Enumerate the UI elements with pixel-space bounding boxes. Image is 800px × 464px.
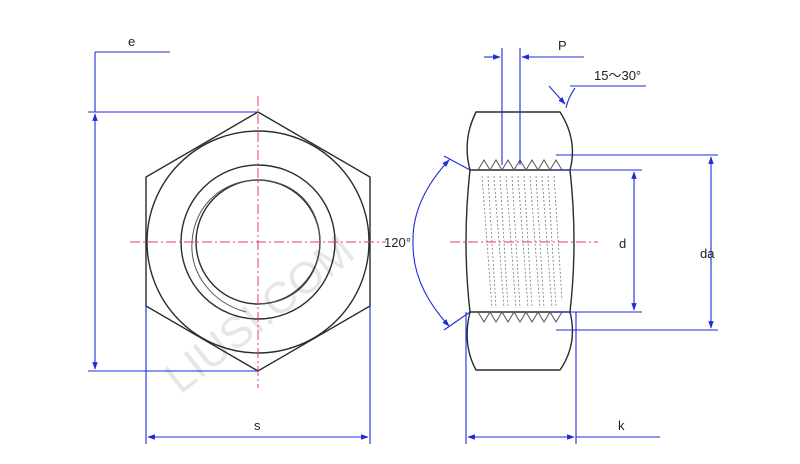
front-view	[130, 96, 386, 388]
dimension-p: P	[484, 38, 584, 165]
label-s: s	[254, 418, 261, 433]
hidden-thread-lines	[481, 175, 563, 309]
dimension-s: s	[145, 306, 371, 444]
dimension-d: d	[552, 169, 642, 313]
dimension-e: e	[88, 34, 258, 372]
dimension-hex-angle: 120°	[384, 155, 471, 331]
label-e: e	[128, 34, 135, 49]
label-d: d	[619, 236, 626, 251]
dimension-da: da	[556, 154, 718, 331]
dimension-chamfer-angle: 15～30°	[548, 68, 646, 109]
thread-spiral	[191, 179, 321, 313]
label-da: da	[700, 246, 715, 261]
label-chamfer-angle: 15～30°	[594, 68, 641, 83]
thread-teeth-bottom	[477, 311, 563, 323]
label-p: P	[558, 38, 567, 53]
label-k: k	[618, 418, 625, 433]
watermark: LIUSI.COM	[156, 226, 363, 403]
label-hex-angle: 120°	[384, 235, 411, 250]
dimension-k: k	[465, 312, 660, 444]
